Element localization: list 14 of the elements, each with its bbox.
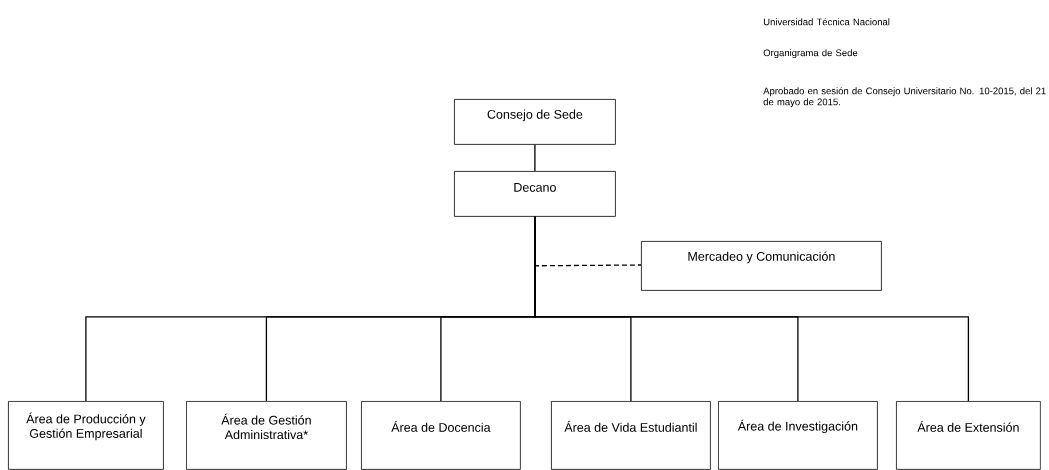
connector-line [534, 216, 970, 402]
connector-line [534, 144, 536, 172]
org-box: Área de Gestión Administrativa* [186, 401, 347, 470]
org-box: Consejo de Sede [454, 99, 616, 145]
org-box: Área de Vida Estudiantil [551, 401, 711, 470]
header-note: Aprobado en sesión de Consejo Universitario No. 10-2015, del 21 de mayo de 2015. [763, 87, 1046, 108]
header-note: Universidad Técnica Nacional [763, 18, 890, 26]
header-note: Organigrama de Sede [763, 49, 858, 59]
org-box: Mercadeo y Comunicación [641, 241, 882, 291]
org-box: Área de Producción y Gestión Empresarial [8, 401, 164, 470]
org-box: Decano [454, 171, 616, 217]
org-box: Área de Extensión [896, 401, 1041, 470]
org-box: Área de Docencia [361, 401, 521, 470]
org-box: Área de Investigación [718, 401, 878, 470]
